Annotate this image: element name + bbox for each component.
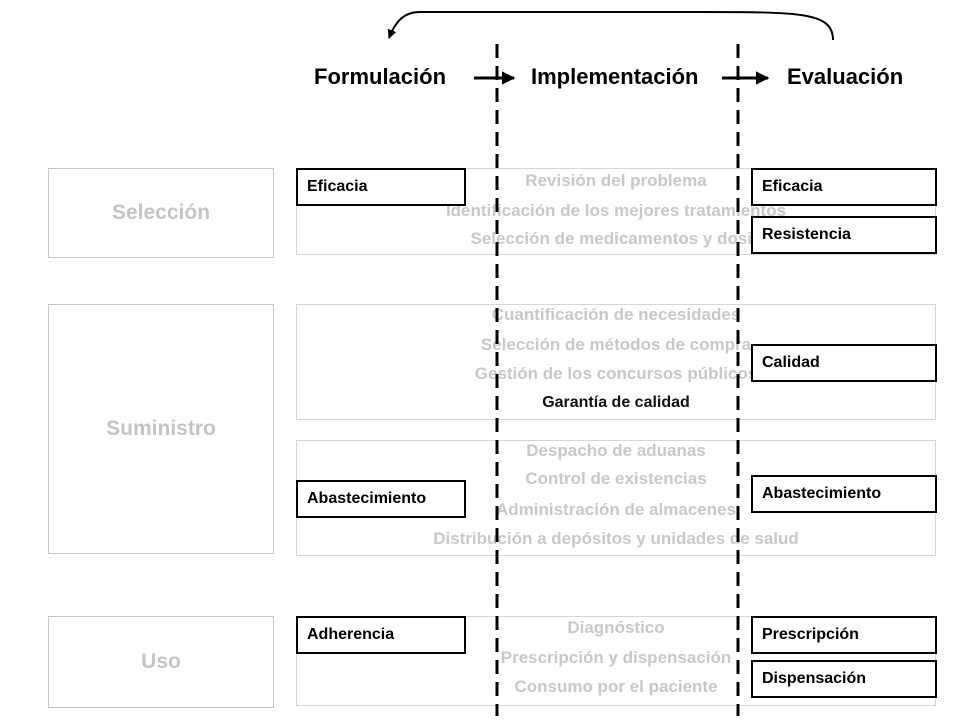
category-selection-label: Selección [111, 201, 211, 224]
activity-line: Despacho de aduanas [526, 441, 706, 460]
activity-line: Identificación de los mejores tratamient… [445, 201, 787, 220]
tag-efficacy-formulation: Eficacia [296, 168, 466, 206]
category-supply: Suministro [48, 304, 274, 554]
activity-line: Diagnóstico [567, 618, 665, 637]
category-supply-label: Suministro [106, 417, 216, 440]
category-selection: Selección [48, 168, 274, 258]
phase-evaluation: Evaluación [787, 64, 904, 89]
tag-adherence-formulation: Adherencia [296, 616, 466, 654]
tag-supply-formulation: Abastecimiento [296, 480, 466, 518]
activity-line: Gestión de los concursos públicos [474, 364, 758, 383]
tag-quality-evaluation: Calidad [751, 344, 937, 382]
tag-supply-evaluation: Abastecimiento [751, 475, 937, 513]
phase-formulation: Formulación [314, 64, 447, 89]
activity-line: Control de existencias [525, 469, 707, 488]
tag-efficacy-evaluation: Eficacia [751, 168, 937, 206]
activity-line: Consumo por el paciente [514, 677, 718, 696]
activity-line: Revisión del problema [525, 171, 707, 190]
phase-implementation: Implementación [531, 64, 699, 89]
activity-line: Administración de almacenes [496, 500, 736, 519]
tag-resistance-evaluation: Resistencia [751, 216, 937, 254]
feedback-loop-arrow [387, 11, 834, 41]
category-use: Uso [48, 616, 274, 708]
activity-line: Distribución a depósitos y unidades de s… [433, 529, 799, 548]
activity-line: Selección de medicamentos y dosis [470, 229, 762, 248]
tag-dispensing-evaluation: Dispensación [751, 660, 937, 698]
supply-procurement-box: Cuantificación de necesidades Selección … [296, 304, 936, 420]
tag-prescription-evaluation: Prescripción [751, 616, 937, 654]
category-use-label: Uso [141, 650, 181, 673]
activity-line-highlight: Garantía de calidad [542, 394, 690, 411]
activity-line: Selección de métodos de compra [480, 335, 752, 354]
activity-line: Cuantificación de necesidades [491, 305, 741, 324]
activity-line: Prescripción y dispensación [500, 648, 732, 667]
